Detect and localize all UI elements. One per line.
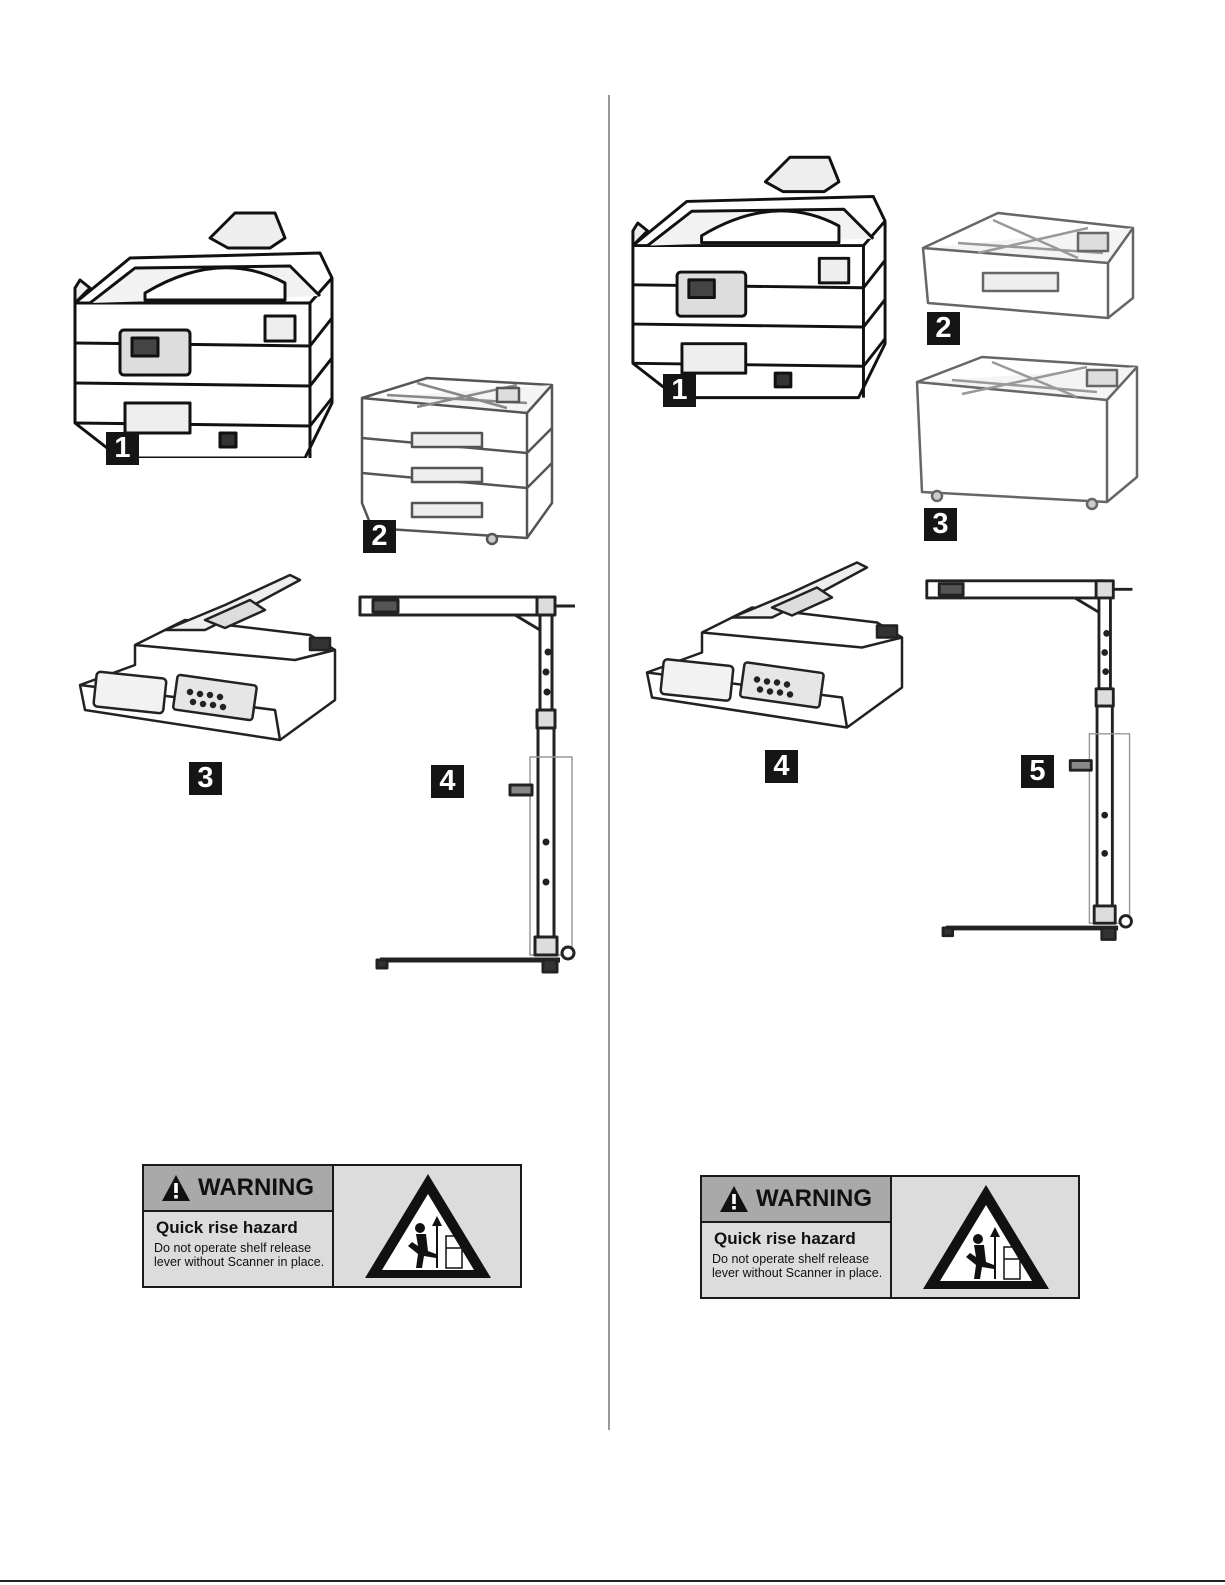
paper-tray-unit-illustration (918, 208, 1138, 323)
warning-body: Do not operate shelf release lever witho… (712, 1252, 890, 1280)
warning-body: Do not operate shelf release lever witho… (154, 1241, 332, 1269)
cabinet-illustration (912, 352, 1142, 512)
warning-subtitle: Quick rise hazard (714, 1229, 856, 1249)
quick-rise-hazard-icon (894, 1177, 1078, 1297)
quick-rise-hazard-icon (336, 1166, 520, 1286)
warning-triangle-icon (719, 1185, 749, 1213)
printer-illustration (628, 150, 888, 400)
column-divider (608, 95, 610, 1430)
warning-header: WARNING (702, 1177, 890, 1223)
warning-header: WARNING (144, 1166, 332, 1212)
label-tray-unit: 2 (927, 312, 960, 345)
printer-illustration (70, 208, 335, 458)
label-stand: 4 (431, 765, 464, 798)
label-scanner: 3 (189, 762, 222, 795)
warning-label: WARNING Quick rise hazard Do not operate… (700, 1175, 1080, 1299)
label-cabinet: 3 (924, 508, 957, 541)
warning-body-line: lever without Scanner in place. (712, 1266, 890, 1280)
warning-body-line: Do not operate shelf release (154, 1241, 332, 1255)
warning-text-panel: WARNING Quick rise hazard Do not operate… (144, 1166, 334, 1286)
label-printer: 1 (663, 374, 696, 407)
label-stand: 5 (1021, 755, 1054, 788)
warning-title: WARNING (756, 1185, 872, 1213)
label-scanner: 4 (765, 750, 798, 783)
label-printer: 1 (106, 432, 139, 465)
warning-triangle-icon (161, 1174, 191, 1202)
warning-title: WARNING (198, 1174, 314, 1202)
warning-text-panel: WARNING Quick rise hazard Do not operate… (702, 1177, 892, 1297)
warning-body-line: Do not operate shelf release (712, 1252, 890, 1266)
scanner-illustration (75, 570, 340, 745)
warning-label: WARNING Quick rise hazard Do not operate… (142, 1164, 522, 1288)
warning-body-line: lever without Scanner in place. (154, 1255, 332, 1269)
page-bottom-rule (0, 1580, 1225, 1582)
warning-subtitle: Quick rise hazard (156, 1218, 298, 1238)
scanner-illustration (642, 555, 907, 735)
label-tray-unit: 2 (363, 520, 396, 553)
scanner-stand-illustration (355, 592, 585, 982)
